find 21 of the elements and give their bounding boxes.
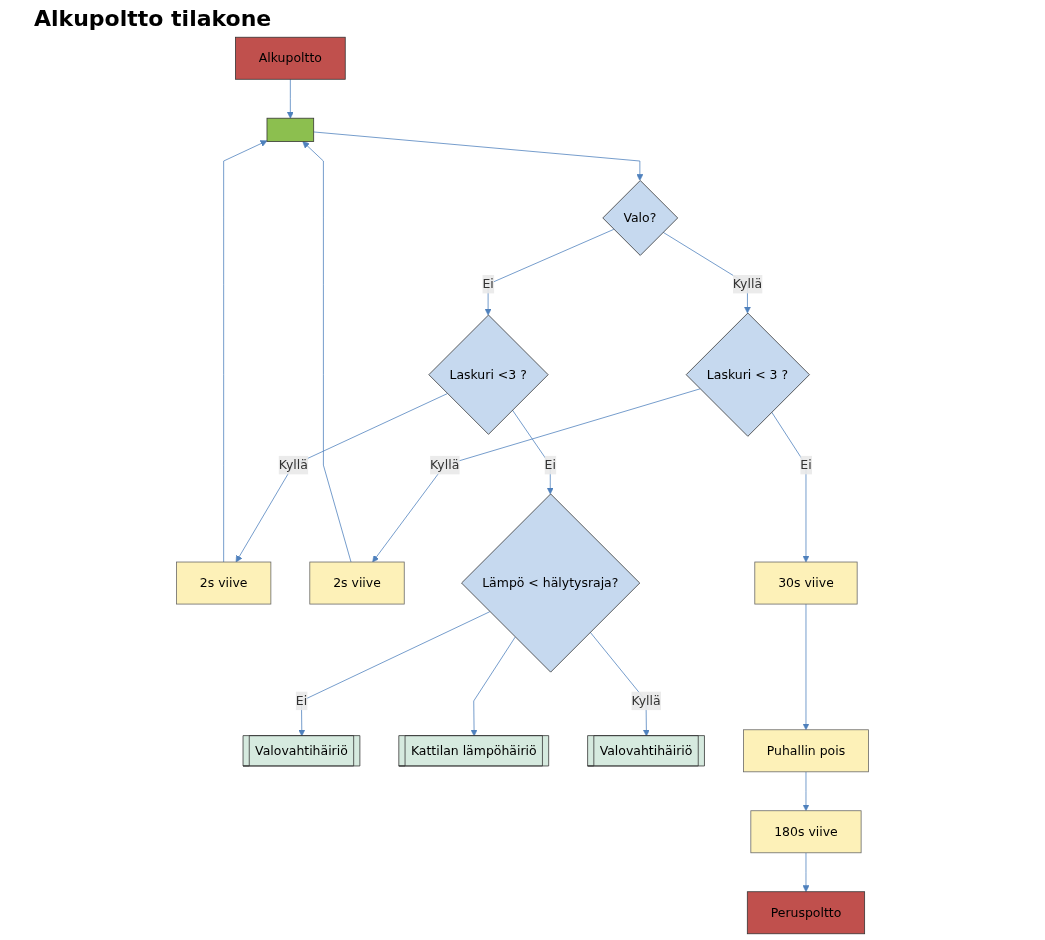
node-box: Puhallin pois — [743, 729, 869, 773]
node-box — [266, 117, 315, 142]
node-box: 30s viive — [754, 561, 858, 605]
node-diamond: Lämpö < hälytysraja? — [461, 493, 641, 673]
edge-label: Kyllä — [732, 276, 763, 292]
edge-label: Kyllä — [430, 457, 460, 473]
edge-label: Kyllä — [278, 457, 308, 473]
node-box: Peruspoltto — [746, 891, 866, 935]
edge-label: Ei — [800, 457, 812, 473]
edge-label: Ei — [544, 457, 556, 473]
edge-label: Ei — [295, 693, 308, 708]
node-diamond: Valo? — [602, 180, 679, 256]
node-diamond: Laskuri < 3 ? — [685, 312, 810, 437]
diagram-title: Alkupoltto tilakone — [34, 6, 273, 31]
edge-label: Ei — [482, 276, 494, 292]
edge-label: Kyllä — [631, 693, 661, 708]
node-box: 2s viive — [176, 561, 272, 605]
node-diamond: Laskuri <3 ? — [428, 314, 549, 435]
node-box: Alkupoltto — [235, 36, 346, 80]
node-box: 180s viive — [750, 810, 862, 854]
node-box: 2s viive — [309, 561, 405, 605]
